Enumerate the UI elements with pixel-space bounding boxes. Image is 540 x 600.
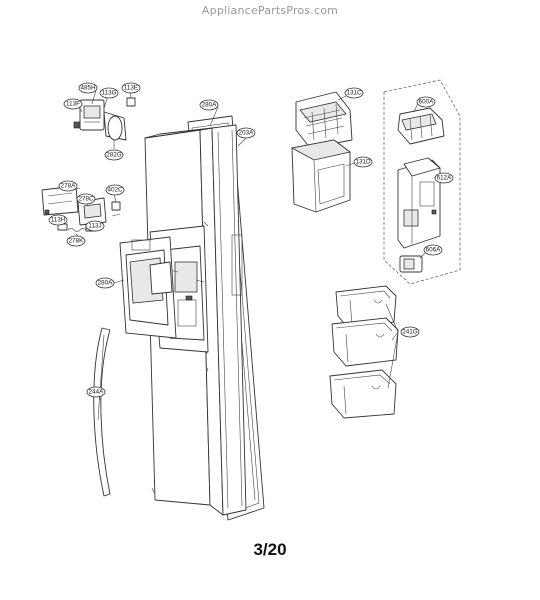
callout-113e: 113E <box>121 82 141 94</box>
callout-280a-top: 280A <box>199 99 219 111</box>
callout-label: 113J <box>88 223 101 230</box>
callout-label: 600A <box>419 99 435 106</box>
door-bin-bottom <box>329 369 397 419</box>
callout-label: 402C <box>107 187 123 194</box>
callout-113j: 113J <box>85 220 105 232</box>
callout-label: 606A <box>426 247 442 254</box>
callout-label: 278C <box>78 196 94 203</box>
callout-label: 280A <box>98 280 114 287</box>
callout-278a: 278A <box>58 180 78 192</box>
callout-280a-cover: 280A <box>95 277 115 289</box>
callout-282g: 282G <box>104 149 124 161</box>
ice-bucket-cover-131d <box>290 139 351 213</box>
ice-maker-assembly-612a <box>383 79 461 285</box>
callout-label: 113F <box>66 101 80 108</box>
callout-label: 278K <box>69 238 85 245</box>
callout-label: 278A <box>61 183 77 190</box>
callout-label: 131C <box>346 90 362 97</box>
callout-label: 241G <box>402 329 418 336</box>
callout-label: 485H <box>80 85 96 92</box>
callout-612a: 612A <box>434 172 454 184</box>
callout-606a: 606A <box>423 244 443 256</box>
callout-label: 113H <box>51 217 66 224</box>
callout-244a: 244A <box>86 386 106 398</box>
callout-241g: 241G <box>400 326 420 338</box>
actuator-assembly <box>73 99 127 141</box>
callout-131d: 131D <box>353 156 373 168</box>
dispenser-cover <box>119 236 177 339</box>
callout-278c: 278C <box>76 193 96 205</box>
callout-203a: 203A <box>236 127 256 139</box>
callout-label: 280A <box>202 102 218 109</box>
door-bin-middle <box>331 317 399 367</box>
callout-131c: 131C <box>344 87 364 99</box>
callout-485h: 485H <box>78 82 98 94</box>
door-handle <box>93 327 111 497</box>
small-part-402c <box>111 201 121 211</box>
small-part-113e <box>126 97 136 107</box>
callout-113g: 113G <box>99 87 119 99</box>
callout-label: 113G <box>102 90 117 97</box>
callout-label: 131D <box>355 159 371 166</box>
callout-113f: 113F <box>63 98 83 110</box>
ice-maker-cover-131c <box>295 91 353 149</box>
bracket-278c <box>77 197 107 226</box>
callout-label: 113E <box>124 85 138 92</box>
callout-278k: 278K <box>66 235 86 247</box>
callout-label: 244A <box>89 389 105 396</box>
callout-402c: 402C <box>105 184 125 196</box>
callout-label: 203A <box>239 130 255 137</box>
callout-113h: 113H <box>48 214 68 226</box>
page-number: 3/20 <box>253 540 287 559</box>
callout-600a: 600A <box>416 96 436 108</box>
callout-label: 612A <box>437 175 453 182</box>
callout-label: 282G <box>106 152 122 159</box>
spring-278k <box>67 228 87 232</box>
watermark-text: AppliancePartsPros.com <box>201 4 339 17</box>
